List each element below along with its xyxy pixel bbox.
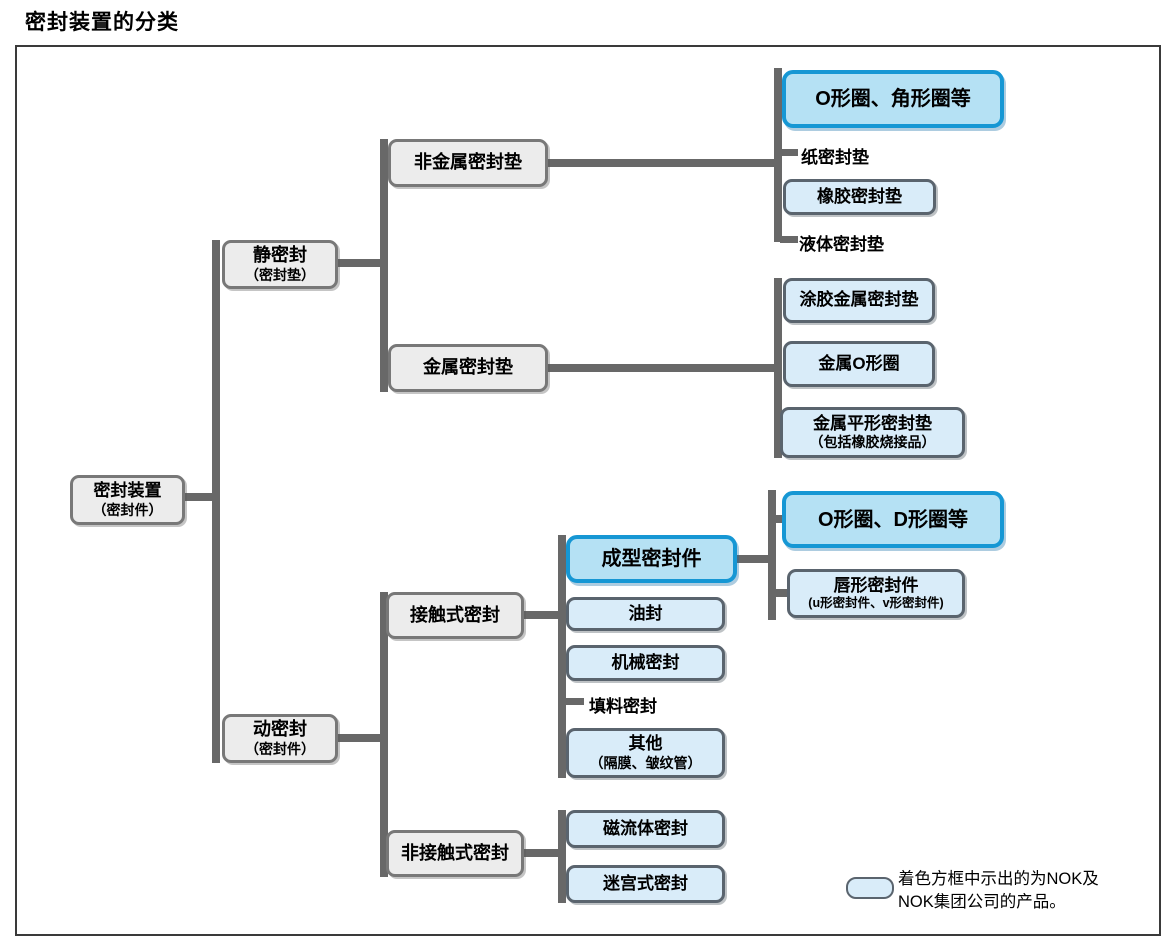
connector-static-h bbox=[336, 259, 384, 267]
connector-nonmetal-h bbox=[546, 159, 778, 167]
node-dynamic-seal-subtitle: （密封件） bbox=[245, 740, 315, 757]
node-root-subtitle: （密封件） bbox=[92, 501, 163, 518]
node-labyrinth-seal: 迷宫式密封 bbox=[566, 865, 725, 903]
node-others-title: 其他 bbox=[628, 734, 663, 754]
node-coated-metal-gasket-title: 涂胶金属密封垫 bbox=[799, 290, 919, 310]
node-magnetic-fluid-seal-title: 磁流体密封 bbox=[603, 818, 688, 838]
node-metal-o-ring-title: 金属O形圈 bbox=[818, 353, 900, 373]
node-static-seal-title: 静密封 bbox=[253, 245, 307, 266]
node-oil-seal: 油封 bbox=[566, 597, 725, 631]
node-others: 其他 （隔膜、皱纹管） bbox=[566, 728, 725, 778]
node-nonmetal-gasket-title: 非金属密封垫 bbox=[414, 152, 522, 173]
node-others-subtitle: （隔膜、皱纹管） bbox=[589, 754, 702, 771]
node-oil-seal-title: 油封 bbox=[628, 603, 663, 623]
connector-molded-h bbox=[735, 555, 772, 563]
connector-trunk-molded bbox=[768, 490, 776, 620]
node-molded-seal-title: 成型密封件 bbox=[601, 548, 702, 570]
node-lip-seal: 唇形密封件 (u形密封件、v形密封件) bbox=[787, 569, 965, 618]
node-metal-flat-gasket: 金属平形密封垫 （包括橡胶烧接品） bbox=[780, 407, 965, 458]
connector-trunk-static bbox=[380, 139, 388, 392]
connector-metal-h bbox=[546, 364, 778, 372]
node-root: 密封装置 （密封件） bbox=[70, 475, 185, 525]
node-rubber-gasket-title: 橡胶密封垫 bbox=[817, 186, 902, 206]
diagram-frame bbox=[15, 45, 1161, 936]
node-rubber-gasket: 橡胶密封垫 bbox=[783, 179, 936, 215]
connector-trunk-metal bbox=[774, 278, 782, 458]
node-root-title: 密封装置 bbox=[93, 481, 162, 501]
node-o-ring-d-ring: O形圈、D形圈等 bbox=[782, 491, 1004, 548]
node-static-seal-subtitle: （密封垫） bbox=[245, 266, 315, 283]
node-noncontact-seal-title: 非接触式密封 bbox=[401, 842, 509, 863]
node-molded-seal: 成型密封件 bbox=[566, 535, 737, 583]
connector-tick-paper bbox=[780, 149, 798, 156]
page-title: 密封装置的分类 bbox=[25, 11, 179, 34]
legend-swatch bbox=[846, 877, 894, 899]
node-dynamic-seal-title: 动密封 bbox=[253, 719, 307, 740]
connector-dynamic-h bbox=[336, 734, 384, 742]
legend-line2: NOK集团公司的产品。 bbox=[898, 893, 1066, 911]
node-o-ring-corner-ring-title: O形圈、角形圈等 bbox=[815, 88, 971, 110]
node-mechanical-seal: 机械密封 bbox=[566, 645, 725, 681]
node-static-seal: 静密封 （密封垫） bbox=[222, 240, 338, 289]
node-contact-seal: 接触式密封 bbox=[386, 592, 524, 639]
node-metal-o-ring: 金属O形圈 bbox=[783, 341, 935, 387]
node-coated-metal-gasket: 涂胶金属密封垫 bbox=[783, 278, 935, 323]
connector-tick-liquid bbox=[780, 236, 798, 243]
connector-stub-lip bbox=[774, 589, 789, 597]
node-o-ring-d-ring-title: O形圈、D形圈等 bbox=[818, 508, 968, 531]
connector-noncontact-h bbox=[522, 849, 566, 857]
node-lip-seal-subtitle: (u形密封件、v形密封件) bbox=[808, 596, 944, 611]
node-metal-gasket: 金属密封垫 bbox=[388, 344, 548, 392]
node-magnetic-fluid-seal: 磁流体密封 bbox=[566, 810, 725, 848]
connector-trunk-noncontact bbox=[558, 810, 566, 903]
node-noncontact-seal: 非接触式密封 bbox=[386, 830, 524, 877]
node-metal-flat-gasket-subtitle: （包括橡胶烧接品） bbox=[809, 434, 936, 451]
connector-tick-packing bbox=[564, 698, 584, 705]
legend-text: 着色方框中示出的为NOK及 NOK集团公司的产品。 bbox=[898, 868, 1099, 914]
connector-root-h bbox=[183, 493, 220, 501]
node-metal-gasket-title: 金属密封垫 bbox=[423, 357, 513, 378]
node-dynamic-seal: 动密封 （密封件） bbox=[222, 714, 338, 763]
node-labyrinth-seal-title: 迷宫式密封 bbox=[603, 873, 688, 893]
legend-line1: 着色方框中示出的为NOK及 bbox=[898, 870, 1099, 888]
connector-trunk-nonmetal bbox=[774, 68, 782, 242]
connector-trunk-contact bbox=[558, 535, 566, 778]
connector-trunk-root bbox=[212, 240, 220, 763]
node-metal-flat-gasket-title: 金属平形密封垫 bbox=[813, 413, 932, 433]
node-packing-seal: 填料密封 bbox=[589, 697, 657, 716]
node-liquid-gasket: 液体密封垫 bbox=[799, 235, 884, 254]
node-nonmetal-gasket: 非金属密封垫 bbox=[388, 139, 548, 187]
node-paper-gasket: 纸密封垫 bbox=[801, 148, 869, 167]
node-mechanical-seal-title: 机械密封 bbox=[611, 652, 680, 672]
node-contact-seal-title: 接触式密封 bbox=[410, 604, 500, 625]
connector-contact-h bbox=[522, 611, 566, 619]
connector-trunk-dynamic bbox=[380, 592, 388, 877]
node-lip-seal-title: 唇形密封件 bbox=[833, 575, 919, 595]
connector-stub-dring bbox=[774, 515, 784, 523]
node-o-ring-corner-ring: O形圈、角形圈等 bbox=[782, 70, 1004, 128]
